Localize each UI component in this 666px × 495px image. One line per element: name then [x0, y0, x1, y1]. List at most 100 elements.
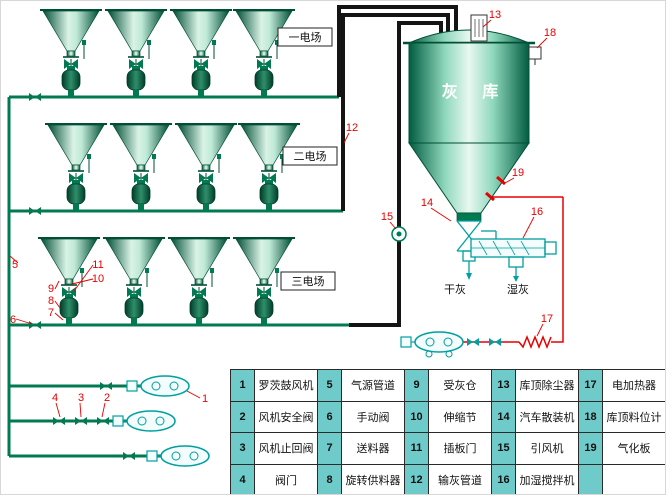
- legend-name: 风机安全阀: [254, 400, 318, 433]
- legend-num: 18: [578, 400, 603, 433]
- field3-label: 三电场: [292, 274, 325, 288]
- legend-name: 送料器: [341, 432, 405, 465]
- callout-1: 1: [202, 393, 208, 405]
- callout-16: 16: [531, 206, 543, 218]
- hopper-unit: [44, 123, 108, 211]
- legend-name: 汽车散装机: [515, 400, 579, 433]
- legend-name: 受灰仓: [428, 369, 492, 402]
- legend-num: 12: [404, 463, 429, 494]
- legend-name: 旋转供料器: [341, 463, 405, 494]
- induced-draft-fan: [391, 226, 407, 242]
- ash-silo: 灰 库: [403, 29, 535, 222]
- hopper-unit: [109, 123, 173, 211]
- field3-hoppers: [37, 237, 296, 325]
- legend-num: 7: [317, 432, 342, 465]
- callout-15: 15: [381, 211, 393, 223]
- legend-num: 2: [230, 400, 255, 433]
- callout-2: 2: [104, 392, 110, 404]
- callout-13: 13: [489, 9, 501, 21]
- legend-name: 电加热器: [602, 369, 665, 402]
- callout-19: 19: [512, 167, 524, 179]
- legend-num: 4: [230, 463, 255, 494]
- callout-18: 18: [544, 27, 556, 39]
- callout-14: 14: [421, 197, 433, 209]
- wet-ash-label: 湿灰: [507, 282, 529, 296]
- roots-blower-2: [112, 410, 176, 432]
- humidifying-mixer: [470, 230, 557, 282]
- legend-num: 13: [491, 369, 516, 402]
- dry-ash-label: 干灰: [444, 282, 466, 296]
- legend-num: [578, 463, 603, 494]
- legend-name: 罗茨鼓风机: [254, 369, 318, 402]
- legend-row: 4 阀门 8 旋转供料器 12 输灰管道 16 加湿搅拌机: [230, 463, 665, 494]
- hopper-unit: [169, 9, 233, 97]
- callout-leaders: [9, 19, 548, 418]
- legend-name: 插板门: [428, 432, 492, 465]
- field-labels: 一电场 二电场 三电场: [277, 27, 338, 291]
- dust-collector: [470, 14, 488, 42]
- field1-label: 一电场: [289, 30, 322, 44]
- field2-label: 二电场: [294, 149, 327, 163]
- callout-11: 11: [92, 259, 103, 271]
- callout-4: 4: [52, 392, 58, 404]
- legend-row: 2 风机安全阀 6 手动阀 10 伸缩节 14 汽车散装机 18 库顶料位计: [230, 400, 665, 433]
- level-gauge: [528, 46, 542, 65]
- roots-blowers: [112, 375, 210, 467]
- callout-numbers: 1 2 3 4 5 6 7 8 9 10 11 12 13 14 15 16 1…: [10, 9, 556, 405]
- legend-num: 14: [491, 400, 516, 433]
- legend-name: 库顶料位计: [602, 400, 665, 433]
- legend-table: 1 罗茨鼓风机 5 气源管道 9 受灰仓 13 库顶除尘器 17 电加热器 2 …: [230, 369, 665, 494]
- hopper-unit: [39, 9, 103, 97]
- callout-9: 9: [48, 283, 54, 295]
- legend-name: 气源管道: [341, 369, 405, 402]
- field1-hoppers: [39, 9, 296, 97]
- callout-12: 12: [346, 122, 358, 134]
- legend-num: 8: [317, 463, 342, 494]
- legend-num: 5: [317, 369, 342, 402]
- legend-num: 15: [491, 432, 516, 465]
- legend-num: 3: [230, 432, 255, 465]
- callout-7: 7: [48, 307, 54, 319]
- legend-name: 引风机: [515, 432, 579, 465]
- blower: [400, 331, 464, 353]
- callout-10: 10: [92, 273, 104, 285]
- air-supply-pipes: [7, 95, 349, 458]
- callout-17: 17: [541, 313, 553, 325]
- row-valves: [29, 93, 41, 329]
- hopper-unit: [102, 237, 166, 325]
- legend-name: 阀门: [254, 463, 318, 494]
- legend-num: 6: [317, 400, 342, 433]
- hopper-unit: [232, 9, 296, 97]
- legend-name: 手动阀: [341, 400, 405, 433]
- legend-row: 3 风机止回阀 7 送料器 11 插板门 15 引风机 19 气化板: [230, 432, 665, 465]
- legend-num: 19: [578, 432, 603, 465]
- hopper-unit: [104, 9, 168, 97]
- ash-conveying-pipes: [337, 5, 458, 327]
- legend-name: 伸缩节: [428, 400, 492, 433]
- legend-num: 9: [404, 369, 429, 402]
- legend-name: 输灰管道: [428, 463, 492, 494]
- legend-num: 17: [578, 369, 603, 402]
- roots-blower-3: [146, 445, 210, 467]
- bulk-loader: [456, 220, 482, 280]
- legend-name: [602, 463, 665, 494]
- callout-6: 6: [10, 314, 16, 326]
- roots-blower-1: [126, 375, 190, 397]
- hopper-unit: [167, 237, 231, 325]
- hopper-unit: [174, 123, 238, 211]
- callout-5: 5: [12, 259, 18, 271]
- legend-num: 16: [491, 463, 516, 494]
- legend-name: 风机止回阀: [254, 432, 318, 465]
- legend-num: 1: [230, 369, 255, 402]
- legend-row: 1 罗茨鼓风机 5 气源管道 9 受灰仓 13 库顶除尘器 17 电加热器: [230, 369, 665, 402]
- legend-num: 11: [404, 432, 429, 465]
- legend-name: 加湿搅拌机: [515, 463, 579, 494]
- callout-3: 3: [78, 392, 84, 404]
- hopper-unit: [237, 123, 301, 211]
- legend-name: 库顶除尘器: [515, 369, 579, 402]
- silo-label: 灰 库: [442, 82, 508, 101]
- aeration-blower: [400, 331, 464, 358]
- legend-num: 10: [404, 400, 429, 433]
